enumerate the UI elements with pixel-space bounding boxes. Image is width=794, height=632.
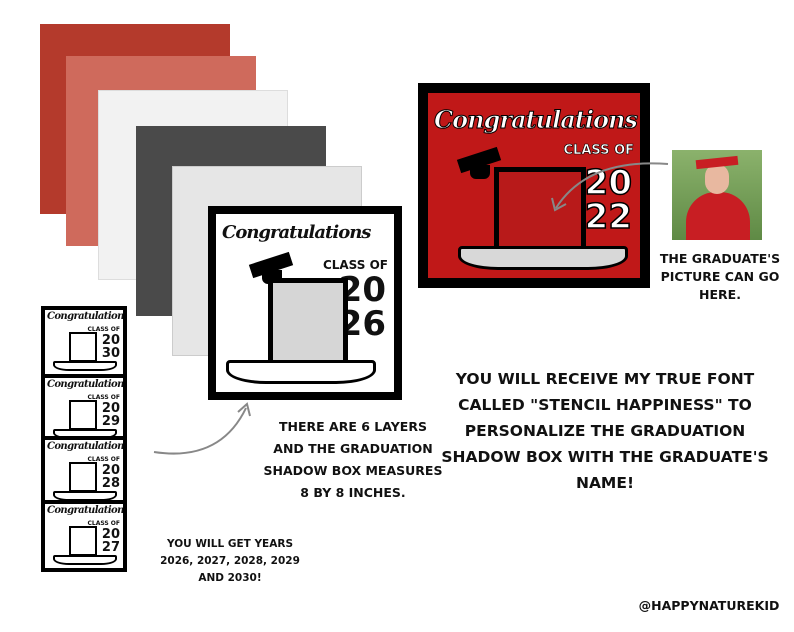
mini-title: Congratulations [47,441,127,452]
caption-font: YOU WILL RECEIVE MY TRUE FONT CALLED "ST… [441,370,769,492]
mini-year-top: 20 [101,333,120,348]
mini-year-bottom: 27 [101,540,120,555]
mini-class-label: CLASS OF [87,456,120,463]
arrow-to-frame-icon [551,162,669,212]
congratulations-title: Congratulations [434,105,639,135]
shadow-box-colored: Congratulations CLASS OF 20 22 [418,83,650,288]
mini-photo-frame [69,332,97,362]
mini-name-banner [53,361,117,371]
mini-year-top: 20 [101,463,120,478]
shadow-box-preview: Congratulations CLASS OF 20 26 [208,206,402,400]
graduation-cap-base-icon [470,165,490,179]
mini-year-top: 20 [101,401,120,416]
graduation-gown [686,192,750,240]
graduate-face [705,164,729,194]
mini-photo-frame [69,400,97,430]
caption-layers: THERE ARE 6 LAYERS AND THE GRADUATION SH… [263,419,443,500]
caption-picture: THE GRADUATE'S PICTURE CAN GO HERE. [659,251,781,302]
mini-year-bottom: 29 [101,414,120,429]
social-handle: @HAPPYNATUREKID [638,598,780,613]
mini-title: Congratulations [47,311,127,322]
arrow-to-box-icon [153,402,251,455]
congratulations-title: Congratulations [222,222,371,243]
mini-class-label: CLASS OF [87,520,120,527]
mini-class-label: CLASS OF [87,326,120,333]
mini-title: Congratulations [47,379,127,390]
mini-title: Congratulations [47,505,127,516]
mini-class-label: CLASS OF [87,394,120,401]
graduate-photo [672,150,762,240]
name-banner [458,246,628,270]
mini-year-bottom: 28 [101,476,120,491]
class-of-label: CLASS OF [563,143,634,159]
year-top-digits: 20 [584,163,633,203]
mini-photo-frame [69,526,97,556]
name-banner [226,360,376,384]
mini-box-2028: Congratulations CLASS OF 20 28 [41,436,127,508]
mini-photo-frame [69,462,97,492]
mini-year-top: 20 [101,527,120,542]
class-of-label: CLASS OF [322,258,388,272]
mini-box-2030: Congratulations CLASS OF 20 30 [41,306,127,378]
year-bottom-digits: 22 [584,197,633,237]
mini-year-bottom: 30 [101,346,120,361]
caption-years: YOU WILL GET YEARS 2026, 2027, 2028, 202… [160,538,300,584]
mini-box-2027: Congratulations CLASS OF 20 27 [41,500,127,572]
mini-name-banner [53,555,117,565]
photo-frame [268,278,348,366]
